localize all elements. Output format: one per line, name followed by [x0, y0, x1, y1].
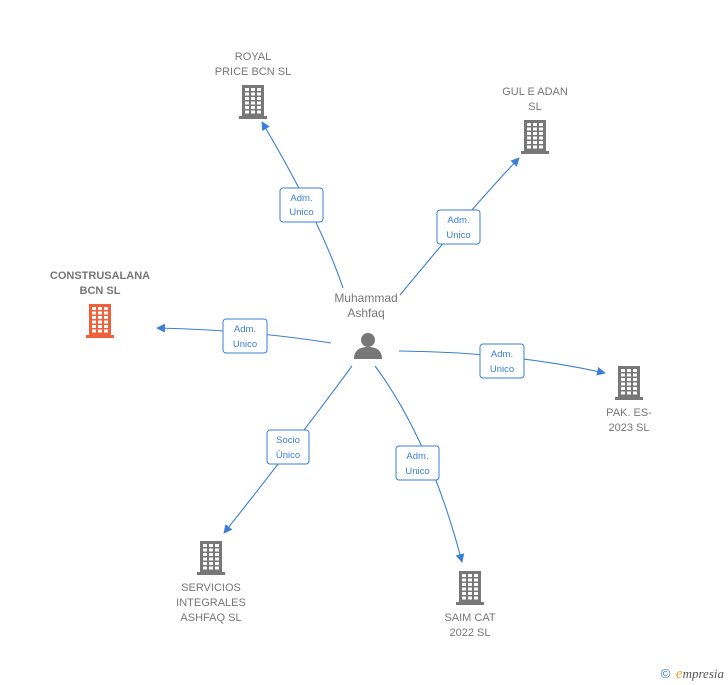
center-name-line1: Muhammad	[334, 291, 397, 305]
center-name-line2: Ashfaq	[347, 306, 384, 320]
node-saim[interactable]: SAIM CAT 2022 SL	[444, 571, 496, 639]
relation-label-line1: Adm.	[290, 193, 312, 204]
node-label-line1: SAIM CAT	[444, 612, 495, 624]
node-label-line2: SL	[528, 101, 541, 113]
relation-box-saim: Adm. Unico	[395, 445, 440, 481]
node-label-line1: ROYAL	[235, 51, 271, 63]
node-construsalana[interactable]: CONSTRUSALANA BCN SL	[50, 270, 150, 338]
node-label-line1: CONSTRUSALANA	[50, 270, 150, 282]
node-royal[interactable]: ROYAL PRICE BCN SL	[215, 51, 291, 119]
node-label-line2: PRICE BCN SL	[215, 66, 291, 78]
relation-label-line2: Unico	[446, 230, 470, 241]
node-label-line1: SERVICIOS	[181, 582, 241, 594]
node-label-line2: 2022 SL	[450, 627, 491, 639]
relation-label-line2: Unico	[405, 466, 429, 477]
relation-box-servicios: Socio Único	[266, 429, 310, 465]
building-icon	[615, 366, 643, 400]
copyright-symbol: ©	[660, 666, 671, 681]
footer-brand[interactable]: © empresia	[661, 666, 724, 683]
building-icon	[521, 120, 549, 154]
node-label-line3: ASHFAQ SL	[180, 612, 241, 624]
relation-box-construsalana: Adm. Unico	[222, 318, 268, 354]
relation-label-line2: Unico	[233, 339, 257, 350]
relation-label-line1: Adm.	[234, 324, 256, 335]
building-icon	[456, 571, 484, 605]
relation-label-line1: Adm.	[406, 451, 428, 462]
node-label-line2: BCN SL	[80, 285, 121, 297]
relation-box-gul: Adm. Unico	[436, 209, 481, 245]
node-label-line1: PAK. ES-	[606, 407, 652, 419]
relation-label-line1: Adm.	[491, 349, 513, 360]
brand-logo: empresia	[675, 666, 724, 682]
person-icon	[354, 333, 382, 359]
node-label-line1: GUL E ADAN	[502, 86, 568, 98]
relation-box-pak: Adm. Unico	[479, 343, 525, 379]
relation-box-royal: Adm. Unico	[279, 187, 324, 223]
node-pak[interactable]: PAK. ES- 2023 SL	[606, 366, 652, 434]
relation-label-line2: Unico	[490, 364, 514, 375]
node-servicios[interactable]: SERVICIOS INTEGRALES ASHFAQ SL	[176, 541, 246, 624]
relation-label-line1: Socio	[276, 435, 300, 446]
node-label-line2: INTEGRALES	[176, 597, 246, 609]
relation-label-line2: Único	[276, 450, 300, 461]
node-label-line2: 2023 SL	[609, 422, 650, 434]
building-icon	[239, 85, 267, 119]
center-node[interactable]: Muhammad Ashfaq	[334, 291, 398, 359]
building-icon	[197, 541, 225, 575]
relation-label-line1: Adm.	[447, 215, 469, 226]
building-icon	[86, 304, 114, 338]
node-gul[interactable]: GUL E ADAN SL	[502, 86, 568, 154]
relation-label-line2: Unico	[289, 207, 313, 218]
